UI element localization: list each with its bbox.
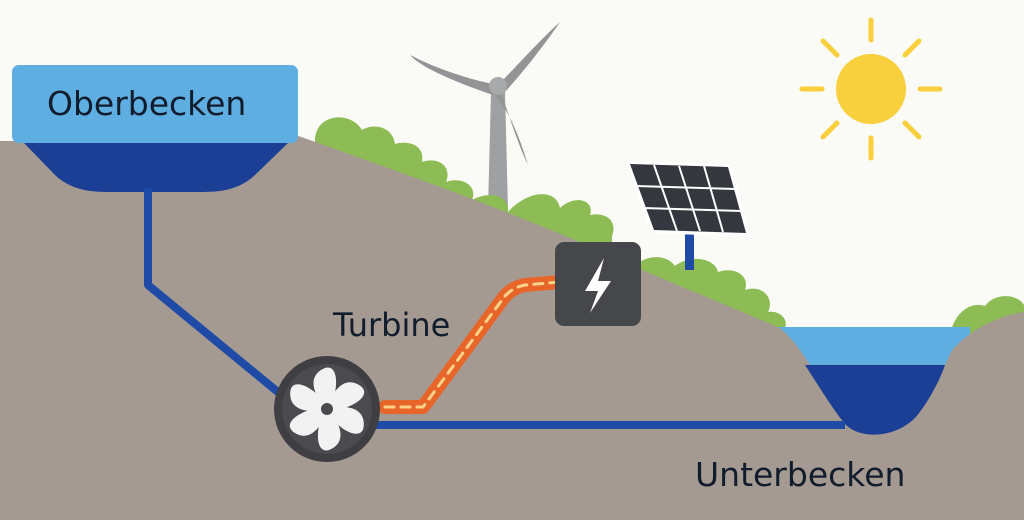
power-cable [378,275,567,414]
water-pipe [144,188,845,429]
lightning-bolt-icon [585,258,611,313]
sun-icon [799,17,943,161]
wind-turbine-icon [410,22,560,210]
lower-reservoir [805,365,945,435]
turbine-label: Turbine [332,306,450,344]
power-station [555,242,641,326]
solar-panel-icon [626,161,751,270]
lower-reservoir-label: Unterbecken [695,455,905,494]
upper-reservoir-label: Oberbecken [47,84,246,123]
upper-reservoir [12,65,298,192]
turbine-fan-icon [274,356,380,462]
